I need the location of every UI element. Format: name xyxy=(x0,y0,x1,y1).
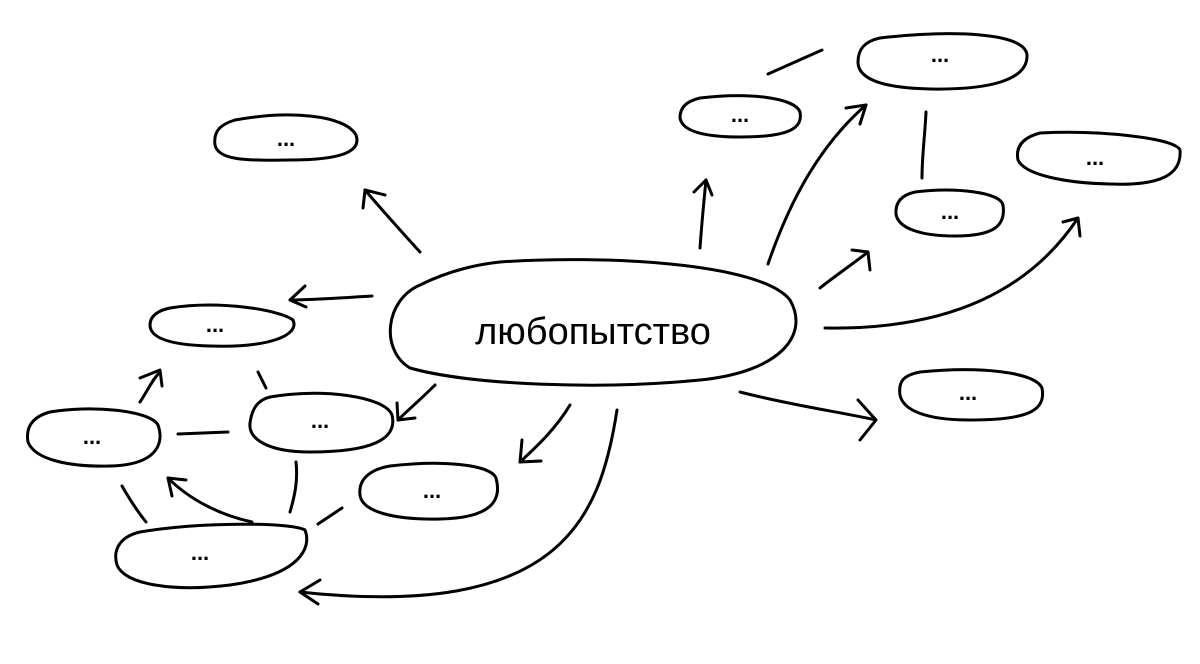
node-top-left: ... xyxy=(213,113,359,162)
node-top-right: ... xyxy=(856,32,1029,91)
arrow-to-bottom-middle xyxy=(518,403,572,464)
node-label: ... xyxy=(191,540,209,565)
node-outline xyxy=(25,407,162,468)
node-left-middle: ... xyxy=(248,391,395,454)
node-outline xyxy=(1015,130,1182,186)
node-outline xyxy=(856,32,1029,91)
connector-left-cluster xyxy=(120,368,344,526)
connector-right-cluster xyxy=(766,48,928,180)
node-far-left: ... xyxy=(25,407,162,468)
node-label: ... xyxy=(311,408,329,433)
arrow-to-right-small xyxy=(818,248,872,290)
node-right-lower: ... xyxy=(898,368,1045,422)
node-label: ... xyxy=(931,42,949,67)
node-label: ... xyxy=(206,312,224,337)
node-label: ... xyxy=(83,424,101,449)
node-outline xyxy=(248,391,395,454)
arrow-to-right-upper xyxy=(823,216,1082,330)
arrow-to-left-upper xyxy=(288,284,374,309)
central-node-outline xyxy=(388,258,798,387)
node-bottom-left: ... xyxy=(114,522,309,590)
central-node-label: любопытство xyxy=(475,311,711,353)
node-bottom-middle: ... xyxy=(358,461,499,521)
node-outline xyxy=(358,461,499,521)
node-right-upper: ... xyxy=(1015,130,1182,186)
node-label: ... xyxy=(959,380,977,405)
node-outline xyxy=(894,188,1005,238)
node-outline xyxy=(678,94,802,139)
node-left-upper: ... xyxy=(148,303,296,348)
node-outline xyxy=(114,522,309,590)
central-node: любопытство xyxy=(388,258,798,387)
node-label: ... xyxy=(941,199,959,224)
node-outline xyxy=(148,303,296,348)
arrow-to-left-middle xyxy=(395,383,437,422)
node-label: ... xyxy=(1086,145,1104,170)
arrow-to-right-lower xyxy=(738,390,878,442)
arrow-to-top-left xyxy=(361,188,422,254)
node-outline xyxy=(213,113,359,162)
node-top-right-small: ... xyxy=(678,94,802,139)
node-right-small: ... xyxy=(894,188,1005,238)
node-outline xyxy=(898,368,1045,422)
node-label: ... xyxy=(731,102,749,127)
arrow-to-bottom-left xyxy=(298,408,619,606)
node-label: ... xyxy=(423,478,441,503)
arrow-to-top-right-small xyxy=(692,178,714,250)
arrow-to-top-right xyxy=(766,103,868,266)
node-label: ... xyxy=(277,126,295,151)
